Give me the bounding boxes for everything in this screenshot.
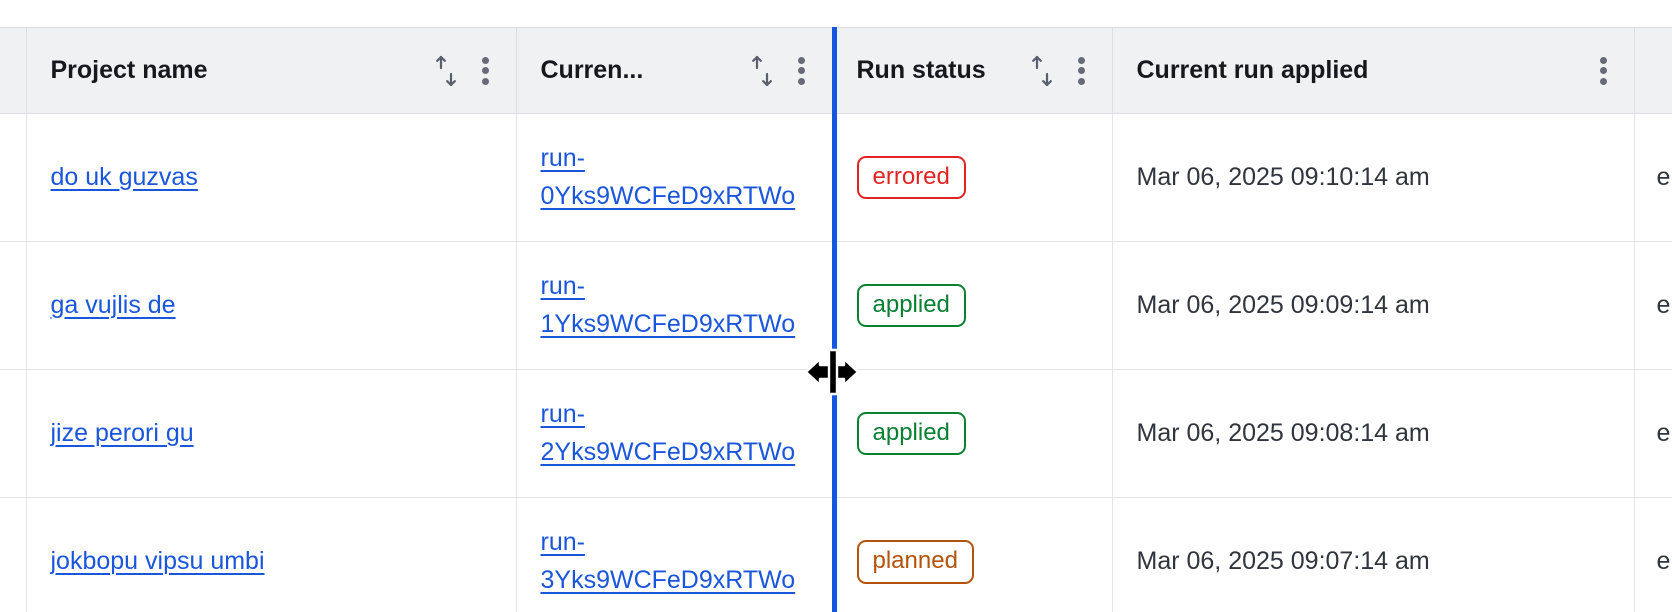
cell-run-status: applied [832,241,1113,370]
current-run-link[interactable]: run-0Yks9WCFeD9xRTWo [540,144,796,210]
table-row: jokbopu vipsu umbi run-3Yks9WCFeD9xRTWo … [0,497,1672,612]
cell-next-partial: e [1634,369,1672,498]
status-badge: applied [856,283,966,328]
table-header: Project name Curren... [0,27,1672,114]
column-header-label-current-run-applied: Current run applied [1136,56,1369,84]
table-row: jize perori gu run-2Yks9WCFeD9xRTWo appl… [0,369,1672,498]
column-menu-icon[interactable] [798,54,806,88]
row-select-cell[interactable] [0,497,27,612]
column-header-project-name[interactable]: Project name [26,27,517,114]
cell-next-partial: e [1634,241,1672,370]
cell-current-run-applied: Mar 06, 2025 09:09:14 am [1112,241,1635,370]
cell-next-partial: e [1634,497,1672,612]
project-name-link[interactable]: jokbopu vipsu umbi [50,547,265,575]
cell-current-run: run-3Yks9WCFeD9xRTWo [516,497,833,612]
column-header-current-run[interactable]: Curren... [516,27,833,114]
column-header-label-current-run: Curren... [540,56,644,84]
column-header-select [0,27,27,114]
cell-project-name: ga vujlis de [26,241,517,370]
cell-run-status: applied [832,369,1113,498]
header-row: Project name Curren... [0,27,1672,114]
status-badge: errored [856,155,966,200]
status-badge: planned [856,539,974,584]
sort-icon[interactable] [748,54,776,88]
column-header-label-run-status: Run status [856,56,986,84]
cell-project-name: jokbopu vipsu umbi [26,497,517,612]
cell-current-run-applied: Mar 06, 2025 09:07:14 am [1112,497,1635,612]
cell-next-partial: e [1634,113,1672,242]
next-partial-value: e [1656,163,1671,191]
table-row: ga vujlis de run-1Yks9WCFeD9xRTWo applie… [0,241,1672,370]
current-run-link[interactable]: run-3Yks9WCFeD9xRTWo [540,528,796,594]
column-header-run-status[interactable]: Run status [832,27,1113,114]
cell-run-status: planned [832,497,1113,612]
sort-icon[interactable] [1028,54,1056,88]
table-row: do uk guzvas run-0Yks9WCFeD9xRTWo errore… [0,113,1672,242]
cell-run-status: errored [832,113,1113,242]
status-badge: applied [856,411,966,456]
next-partial-value: e [1656,291,1671,319]
next-partial-value: e [1656,419,1671,447]
current-run-applied-value: Mar 06, 2025 09:10:14 am [1136,163,1430,191]
current-run-link[interactable]: run-2Yks9WCFeD9xRTWo [540,400,796,466]
row-select-cell[interactable] [0,241,27,370]
current-run-applied-value: Mar 06, 2025 09:08:14 am [1136,419,1430,447]
cell-current-run: run-0Yks9WCFeD9xRTWo [516,113,833,242]
cell-project-name: jize perori gu [26,369,517,498]
next-partial-value: e [1656,547,1671,576]
cell-project-name: do uk guzvas [26,113,517,242]
column-header-label-project-name: Project name [50,56,208,84]
column-header-current-run-applied[interactable]: Current run applied [1112,27,1635,114]
project-name-link[interactable]: jize perori gu [50,418,194,447]
table-body: do uk guzvas run-0Yks9WCFeD9xRTWo errore… [0,113,1672,612]
current-run-link[interactable]: run-1Yks9WCFeD9xRTWo [540,272,796,338]
cell-current-run: run-2Yks9WCFeD9xRTWo [516,369,833,498]
projects-table: Project name Curren... [0,27,1672,612]
row-select-cell[interactable] [0,369,27,498]
sort-icon[interactable] [432,54,460,88]
column-menu-icon[interactable] [1078,54,1086,88]
cell-current-run: run-1Yks9WCFeD9xRTWo [516,241,833,370]
cell-current-run-applied: Mar 06, 2025 09:10:14 am [1112,113,1635,242]
column-header-next-partial[interactable]: V [1634,27,1672,114]
column-menu-icon[interactable] [482,54,490,88]
row-select-cell[interactable] [0,113,27,242]
project-name-link[interactable]: ga vujlis de [50,290,176,319]
column-menu-icon[interactable] [1600,54,1608,88]
project-name-link[interactable]: do uk guzvas [50,162,198,191]
current-run-applied-value: Mar 06, 2025 09:07:14 am [1136,547,1430,576]
cell-current-run-applied: Mar 06, 2025 09:08:14 am [1112,369,1635,498]
current-run-applied-value: Mar 06, 2025 09:09:14 am [1136,291,1430,319]
